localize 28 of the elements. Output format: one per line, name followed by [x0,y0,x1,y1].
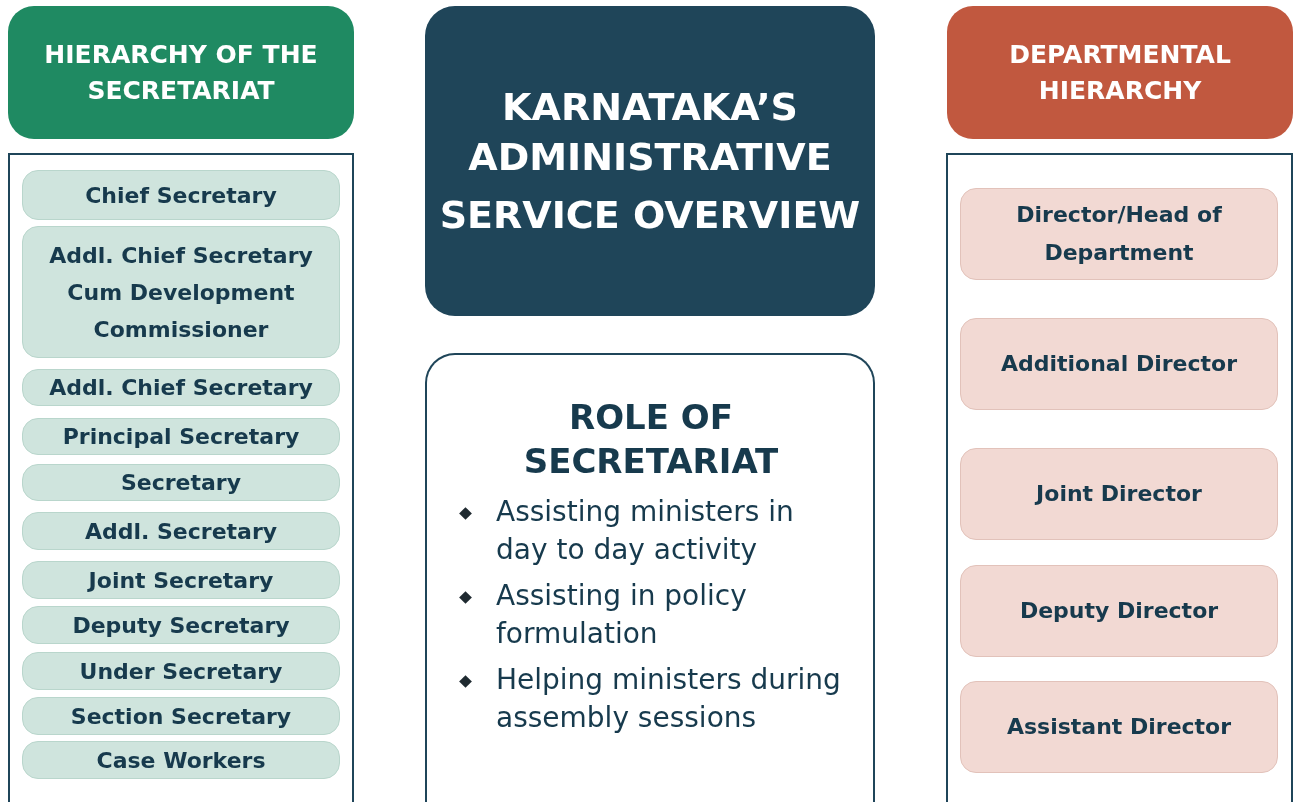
title-text: KARNATAKA’S ADMINISTRATIVE [467,84,833,181]
rank-pill: Addl. Chief Secretary [22,369,340,406]
section-header: HIERARCHY OF THE SECRETARIAT [8,6,354,139]
rank-pill: Joint Director [960,448,1278,540]
rank-pill: Under Secretary [22,652,340,690]
rank-pill: Assistant Director [960,681,1278,773]
rank-pill: Addl. Chief Secretary Cum Development Commissioner [22,226,340,358]
info-card [425,353,875,802]
rank-pill: Deputy Secretary [22,606,340,644]
title-text: SERVICE OVERVIEW [439,192,861,239]
section-header: DEPARTMENTAL HIERARCHY [947,6,1293,139]
rank-pill: Case Workers [22,741,340,779]
rank-pill: Section Secretary [22,697,340,735]
card-heading: ROLE OF SECRETARIAT [522,396,780,483]
rank-pill: Additional Director [960,318,1278,410]
rank-pill: Joint Secretary [22,561,340,599]
rank-pill: Secretary [22,464,340,501]
bullet-text: Helping ministers during assembly sessions [496,662,842,736]
title-box [425,6,875,316]
rank-pill: Deputy Director [960,565,1278,657]
bullet-text: Assisting in policy formulation [496,578,748,652]
rank-pill: Principal Secretary [22,418,340,455]
rank-pill: Director/Head of Department [960,188,1278,280]
panel-outline [8,153,354,802]
rank-pill: Chief Secretary [22,170,340,220]
panel-outline [946,153,1293,802]
bullet-text: Assisting ministers in day to day activity [496,494,795,568]
rank-pill: Addl. Secretary [22,512,340,550]
